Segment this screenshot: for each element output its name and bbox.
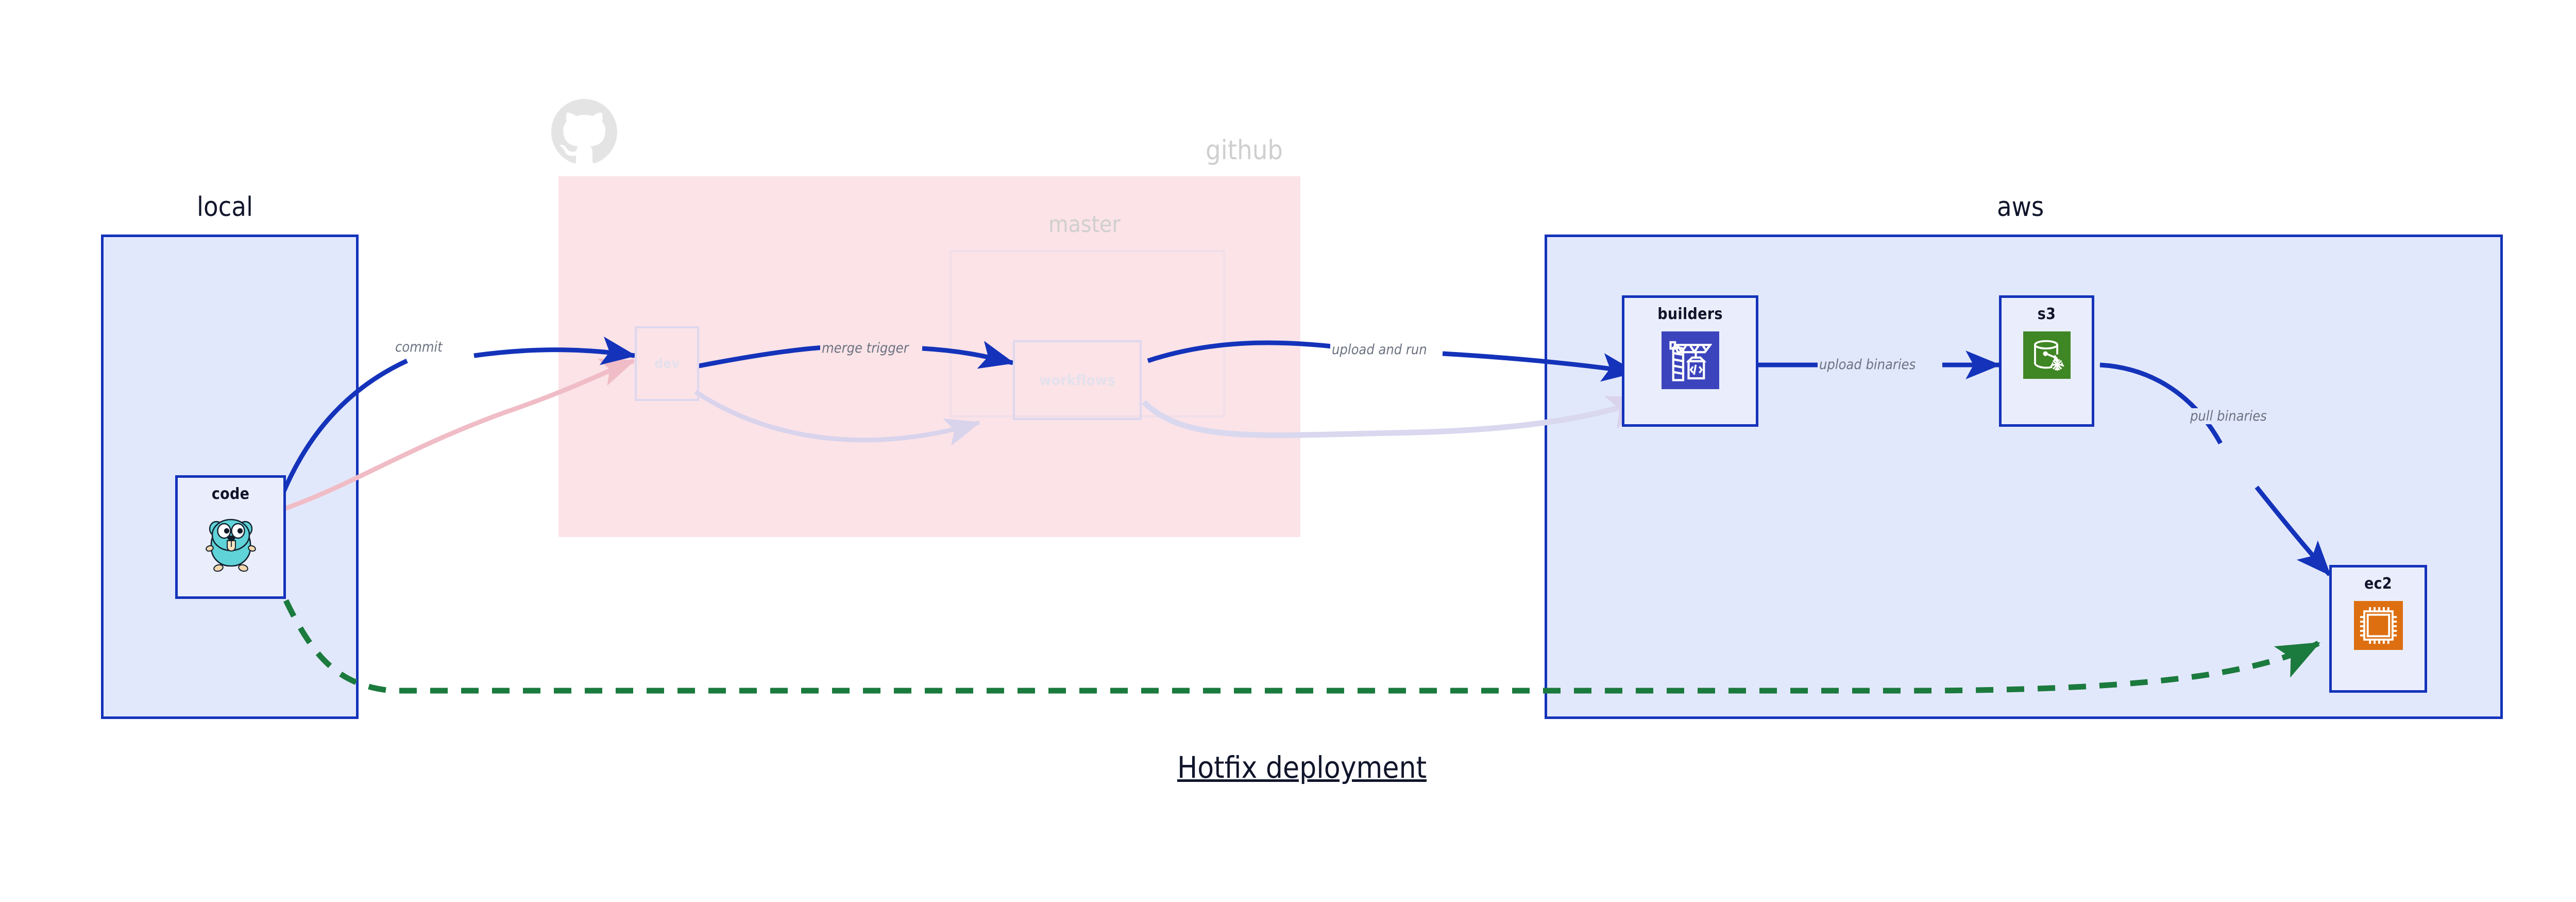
golang-gopher-icon — [203, 511, 259, 575]
edge-label-pull-binaries: pull binaries — [2189, 408, 2268, 424]
node-code-label: code — [211, 485, 250, 503]
cluster-master — [950, 250, 1225, 417]
node-s3-label: s3 — [2037, 305, 2056, 323]
aws-s3-glacier-icon — [2023, 331, 2071, 381]
node-dev[interactable]: dev — [635, 326, 699, 401]
node-builders-label: builders — [1657, 305, 1723, 323]
node-builders[interactable]: builders — [1622, 295, 1758, 427]
node-ec2-label: ec2 — [2364, 575, 2392, 593]
edge-label-upload-and-run: upload and run — [1330, 342, 1429, 358]
aws-ec2-icon — [2353, 601, 2403, 653]
cluster-local-label: local — [197, 192, 253, 223]
github-logo-icon — [551, 99, 617, 163]
edge-label-upload-binaries: upload binaries — [1818, 357, 1918, 373]
aws-codebuild-icon — [1661, 331, 1719, 392]
edge-label-commit: commit — [394, 339, 444, 355]
node-code[interactable]: code — [175, 475, 286, 599]
diagram-title: Hotfix deployment — [1177, 750, 1427, 785]
cluster-aws-label: aws — [1997, 192, 2044, 223]
edge-label-merge-trigger: merge trigger — [820, 340, 910, 356]
node-s3[interactable]: s3 — [1999, 295, 2094, 427]
node-dev-label: dev — [654, 356, 680, 372]
node-workflows-label: workflows — [1039, 372, 1115, 389]
cluster-github-label: github — [1206, 135, 1283, 166]
cluster-master-label: master — [1048, 211, 1121, 238]
node-ec2[interactable]: ec2 — [2329, 565, 2427, 693]
node-workflows[interactable]: workflows — [1013, 340, 1142, 420]
